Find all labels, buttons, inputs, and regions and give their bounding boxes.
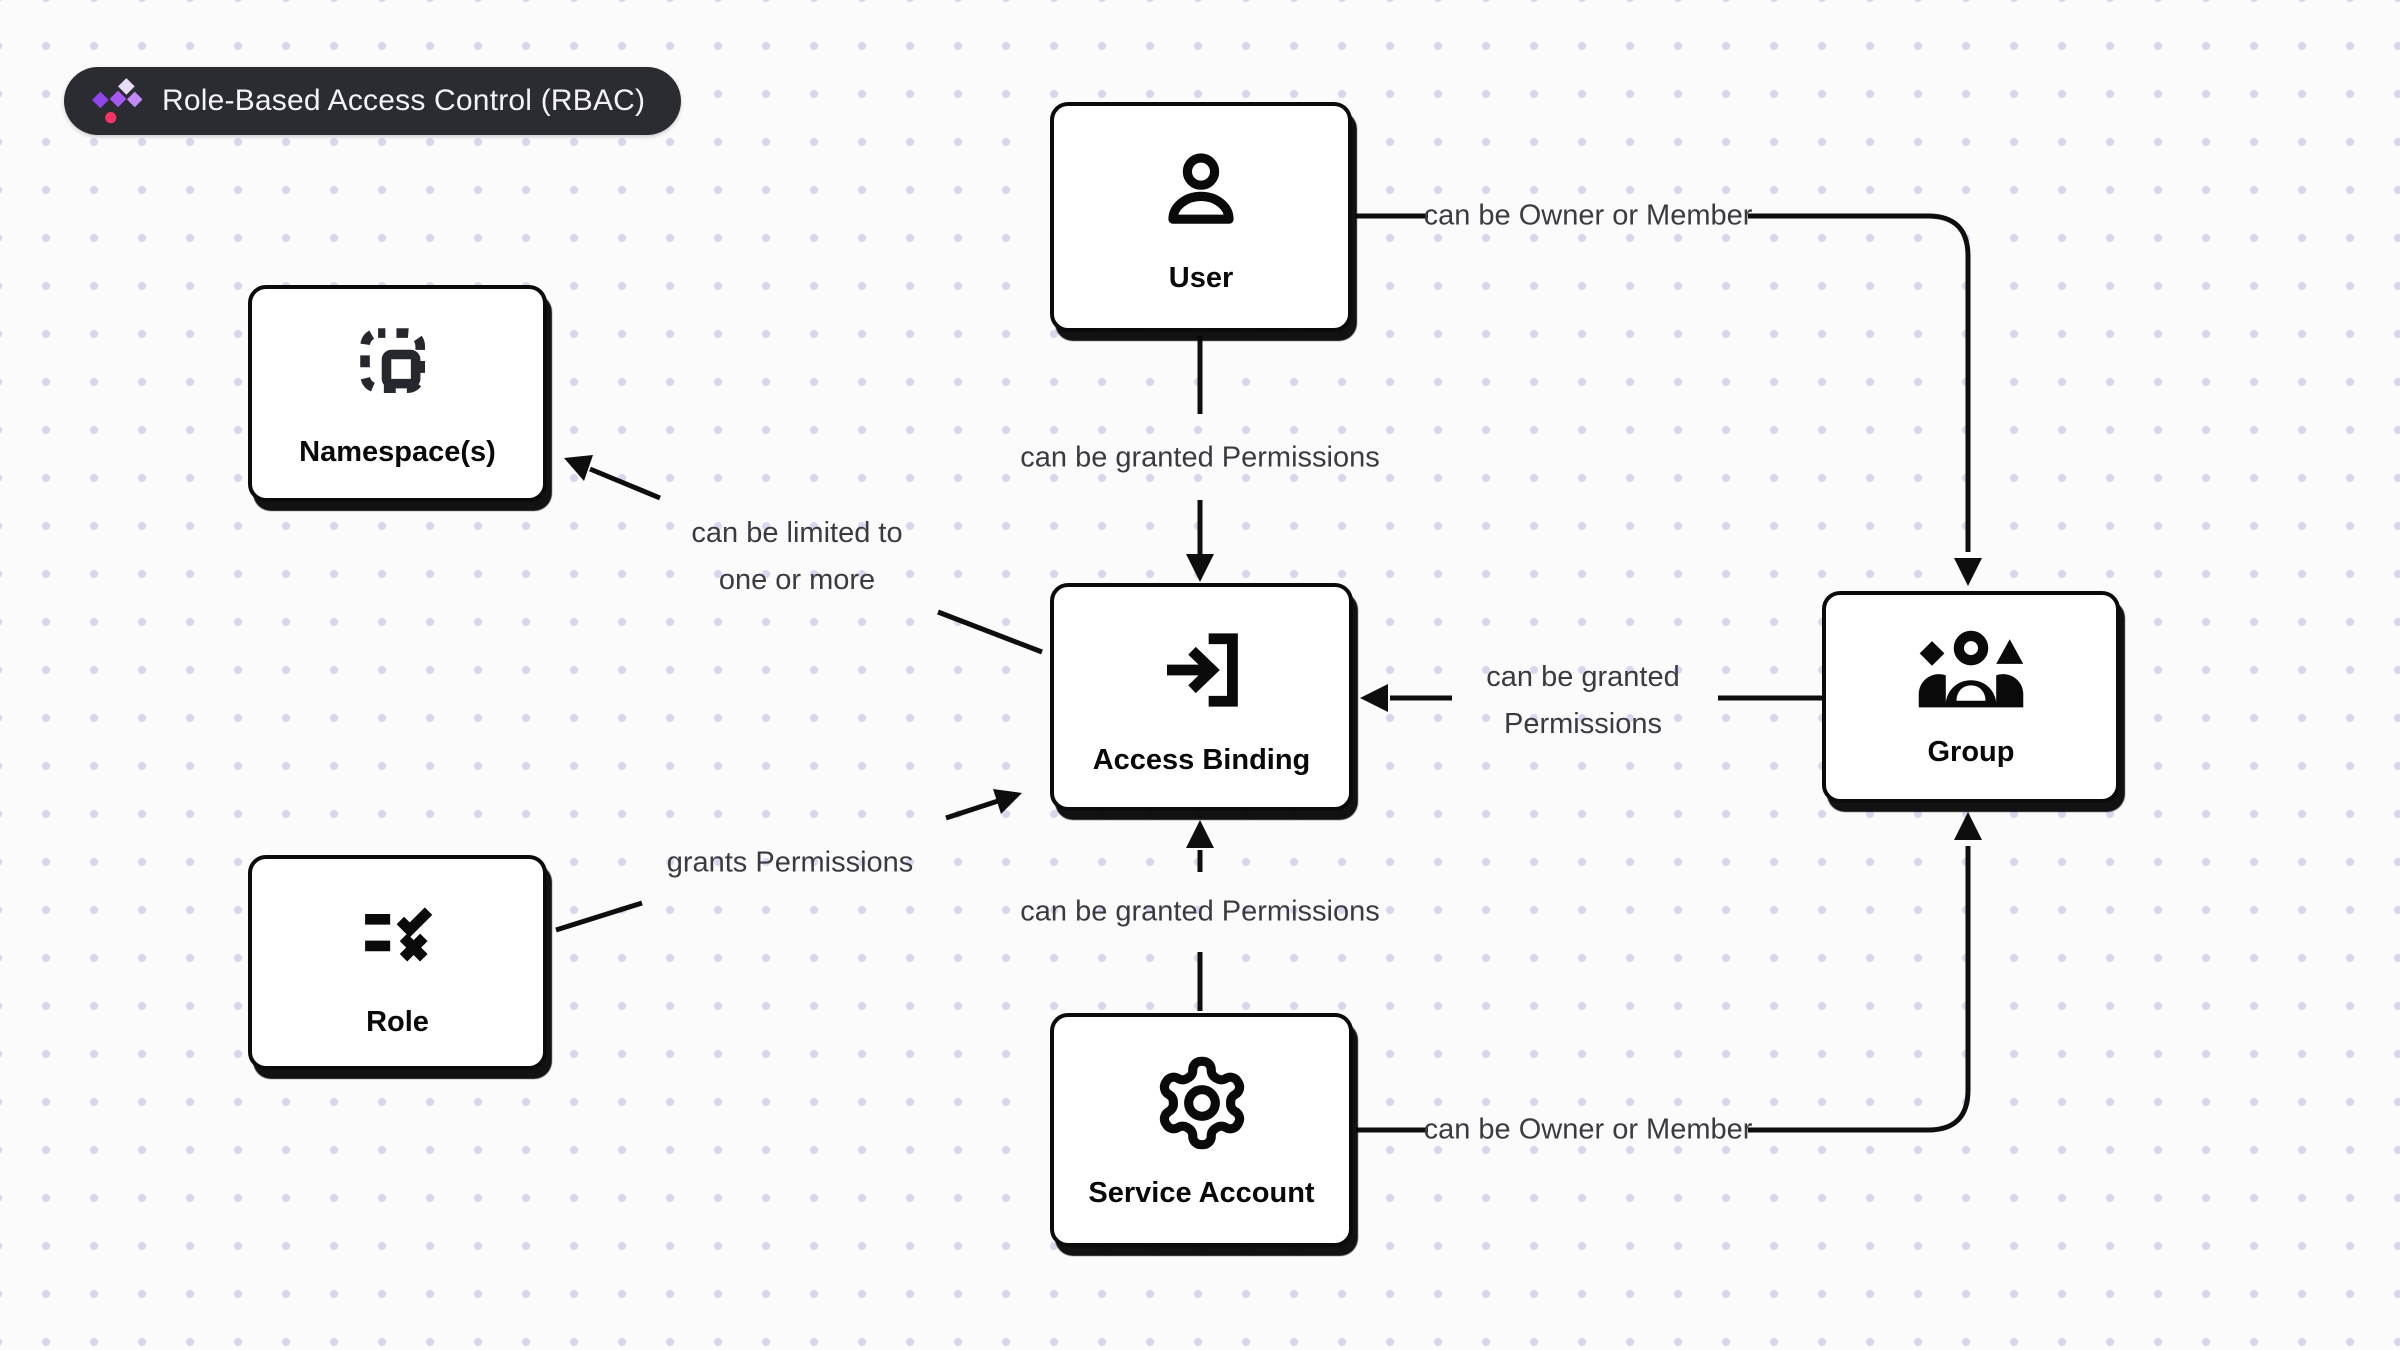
- namespace-dashed-square-icon: [352, 320, 444, 412]
- node-namespace: Namespace(s): [248, 285, 547, 502]
- connector-service-access-binding: [1186, 820, 1214, 1011]
- user-icon: [1153, 142, 1249, 238]
- edge-label-role-access-binding: grants Permissions: [666, 846, 914, 879]
- node-label-role: Role: [366, 1006, 429, 1038]
- logo-icon: [92, 78, 142, 124]
- node-label-user: User: [1168, 261, 1234, 294]
- rules-check-x-icon: [351, 888, 445, 982]
- node-group: Group: [1822, 591, 2120, 803]
- node-service-account: Service Account: [1050, 1013, 1353, 1247]
- edge-label-service-access-binding: can be granted Permissions: [1020, 895, 1380, 928]
- connector-binding-namespace: [564, 455, 1043, 655]
- node-access-binding: Access Binding: [1050, 583, 1353, 811]
- gear-icon: [1152, 1053, 1252, 1153]
- connector-user-group: [1356, 213, 1982, 586]
- edge-label-user-access-binding: can be granted Permissions: [1020, 441, 1380, 474]
- node-role: Role: [248, 855, 547, 1070]
- connector-role-access-binding: [555, 789, 1022, 933]
- login-arrow-icon: [1152, 620, 1252, 720]
- edge-label-binding-namespace: can be limited to one or more: [691, 517, 903, 596]
- node-label-access-binding: Access Binding: [1092, 743, 1311, 776]
- group-people-icon: [1915, 628, 2027, 712]
- node-label-group: Group: [1927, 735, 2015, 768]
- edge-label-group-access-binding: can be granted Permissions: [1486, 661, 1680, 740]
- node-label-service-account: Service Account: [1088, 1176, 1315, 1209]
- edge-label-service-group: can be Owner or Member: [1423, 1113, 1753, 1146]
- node-user: User: [1050, 102, 1352, 332]
- connector-user-access-binding: [1186, 336, 1214, 582]
- diagram-title: Role-Based Access Control (RBAC): [162, 84, 646, 117]
- edge-label-user-group: can be Owner or Member: [1423, 199, 1753, 232]
- diagram-title-badge: Role-Based Access Control (RBAC): [64, 67, 682, 135]
- connector-service-group: [1356, 812, 1982, 1133]
- connector-group-access-binding: [1360, 684, 1824, 712]
- node-label-namespace: Namespace(s): [299, 436, 496, 468]
